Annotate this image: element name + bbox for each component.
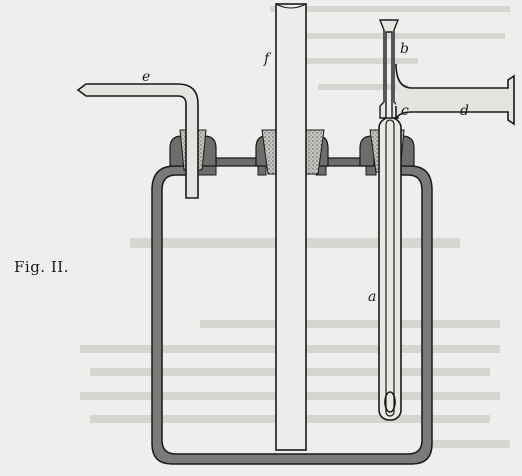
label-d: d: [460, 103, 469, 119]
tube-f: [275, 3, 307, 451]
tube-a-inner: [378, 117, 402, 421]
label-b: b: [400, 41, 409, 57]
label-f: f: [264, 51, 270, 67]
figure-caption: Fig. II.: [14, 258, 69, 276]
label-c: c: [401, 103, 409, 119]
tube-d-side-arm: [395, 63, 515, 126]
tube-e: [76, 83, 199, 199]
bottle-vessel: [151, 165, 433, 465]
label-a: a: [368, 289, 377, 305]
label-e: e: [142, 69, 151, 85]
tube-b-funnel: [378, 19, 400, 119]
